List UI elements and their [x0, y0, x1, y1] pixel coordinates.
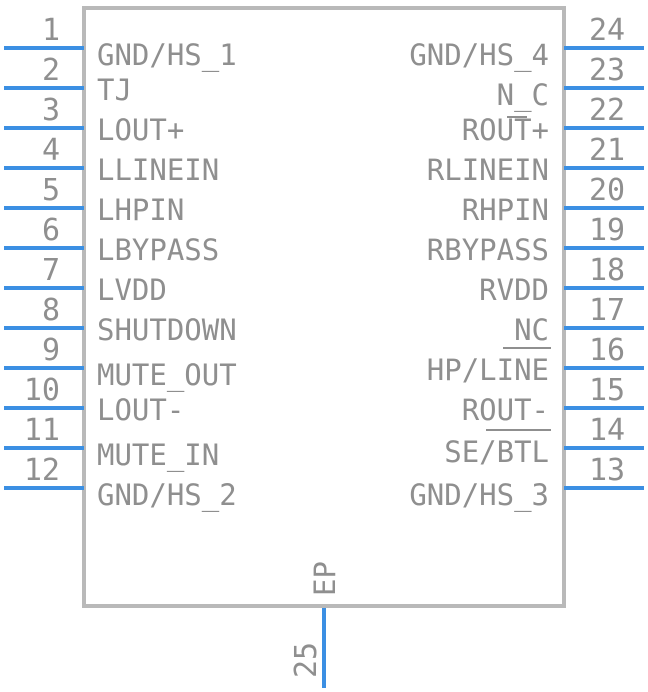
ic-body: [82, 6, 566, 608]
right-pin-22: 22 ROUT+: [462, 93, 644, 147]
right-pin-21: 21 RLINEIN: [427, 133, 644, 187]
pin-number: 13: [589, 453, 625, 488]
pin-label: MUTE_IN: [97, 438, 219, 473]
pin-label: SHUTDOWN: [97, 313, 237, 347]
pin-label: GND/HS_3: [409, 478, 549, 513]
pin-number: 15: [589, 373, 625, 408]
left-pin-11: 11 MUTE_IN: [4, 413, 219, 473]
right-pin-14: 14 SE/BTL: [444, 413, 644, 469]
pin-number: 3: [42, 93, 60, 128]
pin-number: 17: [589, 293, 625, 328]
pin-number: 6: [42, 213, 60, 248]
pin-number: 25: [289, 642, 324, 678]
pin-label: LLINEIN: [97, 153, 219, 187]
right-pin-24: 24 GND/HS_4: [409, 13, 644, 73]
left-pin-8: 8 SHUTDOWN: [4, 293, 237, 347]
pin-number: 10: [24, 373, 60, 408]
left-pin-9: 9 MUTE_OUT: [4, 333, 237, 393]
right-pin-20: 20 RHPIN: [462, 173, 644, 227]
left-pin-5: 5 LHPIN: [4, 173, 184, 227]
pin-label: HP/LINE: [427, 353, 549, 387]
left-pin-1: 1 GND/HS_1: [4, 13, 237, 73]
pin-label: LOUT+: [97, 113, 184, 147]
pin-label: LHPIN: [97, 193, 184, 227]
left-pin-7: 7 LVDD: [4, 253, 167, 307]
pin-number: 5: [42, 173, 60, 208]
pin-label: GND/HS_4: [409, 38, 549, 73]
right-pin-23: 23 N_C: [497, 53, 644, 113]
pin-number: 7: [42, 253, 60, 288]
right-pin-18: 18 RVDD: [479, 253, 644, 307]
right-pin-19: 19 RBYPASS: [427, 213, 644, 267]
pin-number: 9: [42, 333, 60, 368]
left-pin-10: 10 LOUT-: [4, 373, 184, 427]
right-pin-17: 17 NC: [503, 293, 644, 349]
pin-number: 19: [589, 213, 625, 248]
right-pin-13: 13 GND/HS_3: [409, 453, 644, 513]
pin-number: 8: [42, 293, 60, 328]
pin-label: EP: [308, 561, 342, 596]
pin-number: 1: [42, 13, 60, 48]
pin-label: LBYPASS: [97, 233, 219, 267]
pin-number: 14: [589, 413, 625, 448]
pin-number: 12: [24, 453, 60, 488]
pin-label: RBYPASS: [427, 233, 549, 267]
pin-number: 18: [589, 253, 625, 288]
pin-label: RVDD: [479, 273, 549, 307]
left-pin-12: 12 GND/HS_2: [4, 453, 237, 513]
pin-label: RLINEIN: [427, 153, 549, 187]
left-pin-6: 6 LBYPASS: [4, 213, 219, 267]
bottom-pin-25: 25 EP: [289, 561, 342, 688]
right-pin-15: 15 ROUT-: [462, 373, 644, 431]
pin-label: N_C: [497, 78, 549, 113]
pin-label: ROUT-: [462, 393, 549, 427]
pin-label: LVDD: [97, 273, 167, 307]
left-pin-2: 2 TJ: [4, 53, 132, 107]
left-pin-4: 4 LLINEIN: [4, 133, 219, 187]
pin-number: 4: [42, 133, 60, 168]
pin-label: MUTE_OUT: [97, 358, 237, 393]
pin-label: NC: [514, 313, 549, 347]
pin-number: 11: [24, 413, 60, 448]
pin-label: GND/HS_2: [97, 478, 237, 513]
pin-label: TJ: [97, 73, 132, 107]
pin-number: 21: [589, 133, 625, 168]
pin-number: 23: [589, 53, 625, 88]
pin-number: 2: [42, 53, 60, 88]
right-pin-16: 16 HP/LINE: [427, 333, 644, 387]
pin-label: ROUT+: [462, 113, 549, 147]
pin-label: SE/BTL: [444, 435, 549, 469]
pin-number: 22: [589, 93, 625, 128]
left-pin-3: 3 LOUT+: [4, 93, 184, 147]
pin-number: 16: [589, 333, 625, 368]
pin-label: LOUT-: [97, 393, 184, 427]
pin-number: 20: [589, 173, 625, 208]
pin-label: GND/HS_1: [97, 38, 237, 73]
pin-number: 24: [589, 13, 625, 48]
pin-label: RHPIN: [462, 193, 549, 227]
